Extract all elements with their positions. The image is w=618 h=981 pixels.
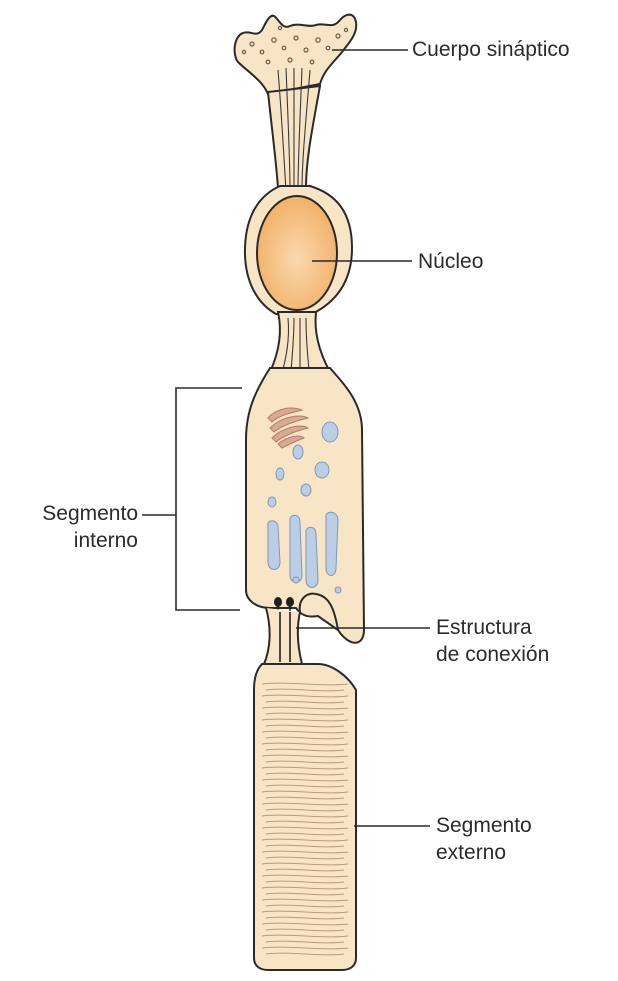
label-connecting-line2: de conexión <box>436 641 549 668</box>
label-outer-segment-line2: externo <box>436 839 532 866</box>
inner-segment <box>246 368 364 643</box>
synaptic-body <box>235 15 357 94</box>
label-inner-segment-line1: Segmento <box>10 500 138 527</box>
label-synaptic-body: Cuerpo sináptico <box>412 36 570 63</box>
bracket-inner-segment <box>176 388 242 610</box>
label-connecting-line1: Estructura <box>436 614 549 641</box>
label-inner-segment: Segmento interno <box>10 500 138 554</box>
label-inner-segment-line2: interno <box>10 527 138 554</box>
label-connecting-structure: Estructura de conexión <box>436 614 549 668</box>
label-outer-segment-line1: Segmento <box>436 812 532 839</box>
label-nucleus: Núcleo <box>418 248 483 275</box>
nucleus <box>257 196 337 310</box>
label-outer-segment: Segmento externo <box>436 812 532 866</box>
